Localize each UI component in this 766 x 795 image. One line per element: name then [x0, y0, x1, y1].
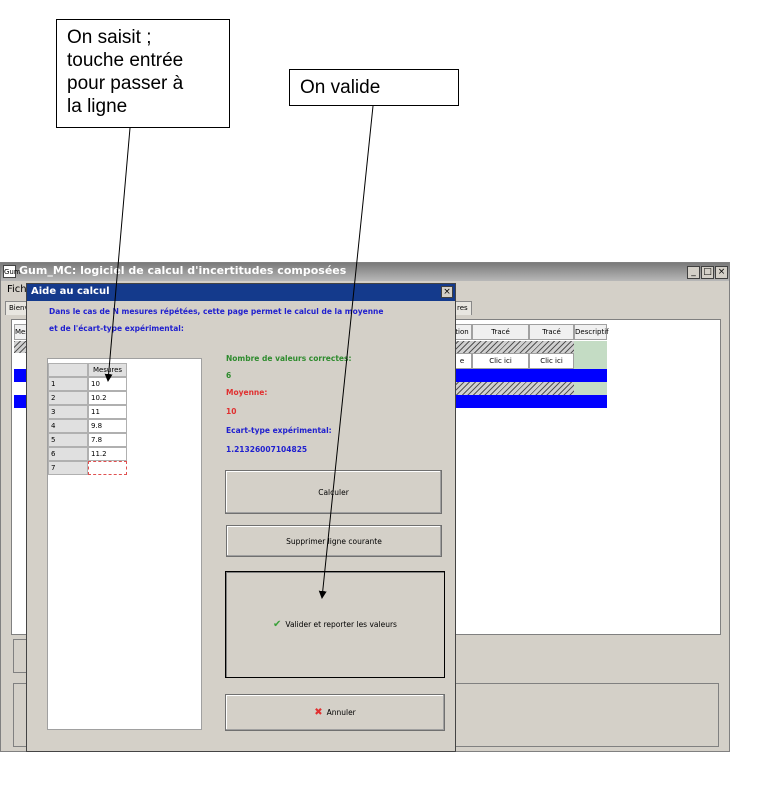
table-row-hatched [452, 382, 574, 395]
std-value: 1.21326007104825 [226, 445, 308, 454]
table-row-hatched [452, 341, 574, 353]
column-header-measures[interactable]: Mesures [88, 363, 127, 377]
table-header-description: Descriptif [574, 324, 609, 340]
main-window-title: Gum_MC: logiciel de calcul d'incertitude… [19, 264, 347, 277]
dialog-info-line-1: Dans le cas de N mesures répétées, cette… [49, 307, 384, 316]
table-header-trace-density: Tracé densité [529, 324, 574, 351]
delete-row-button-label: Supprimer ligne courante [286, 536, 382, 546]
std-label: Ecart-type expérimental: [226, 426, 332, 435]
red-x-icon: ✖ [314, 707, 323, 718]
main-titlebar: Gum Gum_MC: logiciel de calcul d'incerti… [1, 263, 729, 281]
cancel-button[interactable]: ✖ Annuler [225, 694, 445, 731]
measure-cell[interactable]: 7.8 [88, 433, 127, 447]
row-header[interactable]: 3 [48, 405, 88, 419]
measure-cell[interactable]: 9.8 [88, 419, 127, 433]
count-label: Nombre de valeurs correctes: [226, 354, 352, 363]
mean-label: Moyenne: [226, 388, 268, 397]
table-corner [48, 363, 88, 377]
maximize-button[interactable]: □ [701, 266, 714, 279]
checkmark-icon: ✔ [273, 619, 282, 630]
close-button[interactable]: × [715, 266, 728, 279]
table-row-selected[interactable] [452, 395, 607, 408]
callout-enter-note: On saisit ; touche entrée pour passer à … [56, 19, 230, 128]
measure-cell[interactable]: 11 [88, 405, 127, 419]
count-value: 6 [226, 371, 232, 380]
validate-button[interactable]: ✔ Valider et reporter les valeurs [225, 571, 445, 678]
row-header[interactable]: 7 [48, 461, 88, 475]
table-cell-description[interactable] [574, 382, 607, 395]
row-header[interactable]: 5 [48, 433, 88, 447]
row-header[interactable]: 2 [48, 391, 88, 405]
measure-cell-editing[interactable] [88, 461, 127, 475]
minimize-button[interactable]: _ [687, 266, 700, 279]
row-header[interactable]: 4 [48, 419, 88, 433]
mean-value: 10 [226, 407, 237, 416]
table-header-trace-distribution: Tracé distribution [472, 324, 529, 351]
delete-row-button[interactable]: Supprimer ligne courante [226, 525, 442, 557]
validate-button-label: Valider et reporter les valeurs [285, 620, 397, 629]
dialog-close-button[interactable]: × [441, 286, 453, 298]
dialog-title: Aide au calcul [31, 286, 110, 297]
table-cell-description[interactable] [574, 341, 607, 353]
row-header[interactable]: 6 [48, 447, 88, 461]
clic-ici-density[interactable]: Clic ici [529, 353, 574, 369]
clic-ici-distribution[interactable]: Clic ici [472, 353, 529, 369]
measure-cell[interactable]: 11.2 [88, 447, 127, 461]
measures-pane: Mesures 1 10 2 10.2 3 11 4 9.8 5 7.8 6 1… [47, 358, 202, 730]
dialog-titlebar: Aide au calcul × [27, 284, 455, 301]
menu-file[interactable]: Fichi [7, 284, 30, 295]
measure-cell[interactable]: 10.2 [88, 391, 127, 405]
measure-cell[interactable]: 10 [88, 377, 127, 391]
calculate-button-label: Calculer [318, 487, 349, 497]
help-dialog: Aide au calcul × Dans le cas de N mesure… [26, 283, 456, 752]
calculate-button[interactable]: Calculer [225, 470, 442, 514]
table-cell-description[interactable] [574, 353, 607, 369]
app-icon: Gum [3, 265, 21, 278]
table-row-selected[interactable] [452, 369, 607, 382]
cancel-button-label: Annuler [326, 708, 356, 717]
row-header[interactable]: 1 [48, 377, 88, 391]
dialog-info-line-2: et de l'écart-type expérimental: [49, 324, 184, 333]
callout-validate-note: On valide [289, 69, 459, 106]
